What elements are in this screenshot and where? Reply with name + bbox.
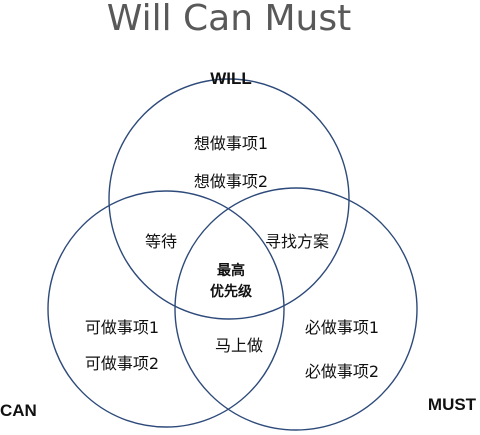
can-label: CAN (0, 401, 37, 420)
center-line-2: 优先级 (210, 283, 253, 300)
diagram-title: Will Can Must (107, 0, 351, 39)
will-item-2: 想做事项2 (194, 172, 268, 191)
will-circle (108, 78, 350, 320)
will-must-overlap: 寻找方案 (265, 232, 329, 251)
must-label: MUST (428, 395, 477, 414)
will-can-overlap: 等待 (145, 232, 177, 251)
can-item-2: 可做事项2 (85, 354, 159, 373)
can-circle (47, 190, 285, 428)
center-line-1: 最高 (217, 262, 245, 279)
must-item-1: 必做事项1 (305, 318, 379, 337)
can-must-overlap: 马上做 (215, 336, 263, 355)
can-item-1: 可做事项1 (85, 318, 159, 337)
must-circle (174, 187, 418, 431)
will-item-1: 想做事项1 (194, 134, 268, 153)
will-label: WILL (210, 69, 252, 88)
must-item-2: 必做事项2 (305, 362, 379, 381)
